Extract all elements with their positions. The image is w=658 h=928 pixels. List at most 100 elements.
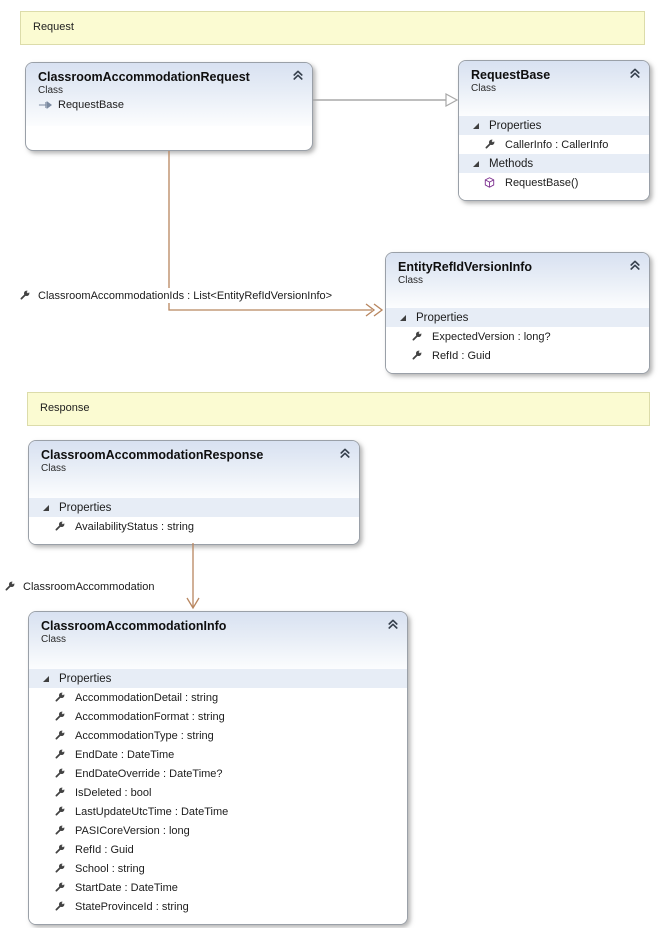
box-footer xyxy=(459,192,649,200)
member-label: RefId : Guid xyxy=(432,349,491,362)
class-title: ClassroomAccommodationResponse xyxy=(41,448,264,462)
member-label: PASICoreVersion : long xyxy=(75,824,190,837)
member-label: EndDate : DateTime xyxy=(75,748,175,761)
expander-triangle-icon[interactable] xyxy=(41,503,51,513)
wrench-icon xyxy=(53,786,66,799)
expander-triangle-icon[interactable] xyxy=(398,313,408,323)
member-row[interactable]: RefId : Guid xyxy=(29,840,407,859)
member-label: EndDateOverride : DateTime? xyxy=(75,767,223,780)
wrench-icon xyxy=(53,729,66,742)
class-box-request-base[interactable]: RequestBase Class Properties CallerInfo … xyxy=(458,60,650,201)
member-label: CallerInfo : CallerInfo xyxy=(505,138,609,151)
member-row[interactable]: CallerInfo : CallerInfo xyxy=(459,135,649,154)
member-row[interactable]: AccommodationDetail : string xyxy=(29,688,407,707)
wrench-icon xyxy=(483,138,496,151)
member-label: School : string xyxy=(75,862,145,875)
inherits-arrow-icon xyxy=(38,101,52,109)
member-row[interactable]: EndDateOverride : DateTime? xyxy=(29,764,407,783)
wrench-icon xyxy=(18,289,31,302)
member-row[interactable]: RefId : Guid xyxy=(386,346,649,365)
collapse-chevron-icon[interactable] xyxy=(628,66,642,80)
member-label: AvailabilityStatus : string xyxy=(75,520,195,533)
class-kind: Class xyxy=(41,463,67,474)
class-title: EntityRefIdVersionInfo xyxy=(398,260,533,274)
member-row[interactable]: ExpectedVersion : long? xyxy=(386,327,649,346)
wrench-icon xyxy=(53,862,66,875)
wrench-icon xyxy=(410,349,423,362)
section-label: Properties xyxy=(59,672,112,685)
inherits-row: RequestBase xyxy=(38,99,288,111)
section-header-methods[interactable]: Methods xyxy=(459,154,649,173)
collapse-chevron-icon[interactable] xyxy=(628,258,642,272)
wrench-icon xyxy=(53,710,66,723)
wrench-icon xyxy=(3,580,16,593)
member-row[interactable]: PASICoreVersion : long xyxy=(29,821,407,840)
association-label-classroom-accommodation-ids[interactable]: ClassroomAccommodationIds : List<EntityR… xyxy=(15,288,336,303)
class-header: ClassroomAccommodationInfo Class xyxy=(29,612,407,669)
member-row[interactable]: StartDate : DateTime xyxy=(29,878,407,897)
member-label: ExpectedVersion : long? xyxy=(432,330,551,343)
method-cube-icon xyxy=(484,177,495,188)
member-label: IsDeleted : bool xyxy=(75,786,152,799)
member-row[interactable]: School : string xyxy=(29,859,407,878)
box-footer xyxy=(29,536,359,544)
member-row[interactable]: StateProvinceId : string xyxy=(29,897,407,916)
expander-triangle-icon[interactable] xyxy=(41,674,51,684)
class-box-entity-refid-version-info[interactable]: EntityRefIdVersionInfo Class Properties … xyxy=(385,252,650,374)
member-row[interactable]: EndDate : DateTime xyxy=(29,745,407,764)
class-box-classroom-accommodation-request[interactable]: ClassroomAccommodationRequest Class Requ… xyxy=(25,62,313,151)
member-row[interactable]: RequestBase() xyxy=(459,173,649,192)
association-label-classroom-accommodation[interactable]: ClassroomAccommodation xyxy=(0,579,158,594)
section-header-properties[interactable]: Properties xyxy=(386,308,649,327)
member-row[interactable]: AccommodationType : string xyxy=(29,726,407,745)
comment-request-text: Request xyxy=(33,21,74,33)
inherits-label: RequestBase xyxy=(58,99,125,111)
comment-response[interactable]: Response xyxy=(27,392,650,426)
class-title: ClassroomAccommodationRequest xyxy=(38,70,250,84)
member-row[interactable]: IsDeleted : bool xyxy=(29,783,407,802)
connector-association-accommodation[interactable] xyxy=(186,543,200,610)
member-row[interactable]: AvailabilityStatus : string xyxy=(29,517,359,536)
class-kind: Class xyxy=(38,85,64,96)
wrench-icon xyxy=(53,805,66,818)
member-row[interactable]: AccommodationFormat : string xyxy=(29,707,407,726)
expander-triangle-icon[interactable] xyxy=(471,121,481,131)
class-kind: Class xyxy=(398,275,424,286)
section-label: Properties xyxy=(416,311,469,324)
association-chevron-arrowhead xyxy=(365,303,376,317)
section-label: Methods xyxy=(489,157,534,170)
member-label: AccommodationType : string xyxy=(75,729,214,742)
section-header-properties[interactable]: Properties xyxy=(29,498,359,517)
expander-triangle-icon[interactable] xyxy=(471,159,481,169)
member-label: LastUpdateUtcTime : DateTime xyxy=(75,805,229,818)
class-box-classroom-accommodation-info[interactable]: ClassroomAccommodationInfo Class Propert… xyxy=(28,611,408,925)
member-row[interactable]: LastUpdateUtcTime : DateTime xyxy=(29,802,407,821)
association-v-arrowhead xyxy=(186,597,200,610)
association-chevron-arrowhead xyxy=(373,303,384,317)
box-footer xyxy=(386,365,649,373)
class-box-classroom-accommodation-response[interactable]: ClassroomAccommodationResponse Class Pro… xyxy=(28,440,360,545)
wrench-icon xyxy=(53,767,66,780)
wrench-icon xyxy=(53,691,66,704)
section-label: Properties xyxy=(489,119,542,132)
class-header: RequestBase Class xyxy=(459,61,649,116)
class-header: ClassroomAccommodationRequest Class Requ… xyxy=(26,63,312,126)
section-header-properties[interactable]: Properties xyxy=(29,669,407,688)
wrench-icon xyxy=(53,843,66,856)
comment-request[interactable]: Request xyxy=(20,11,645,45)
member-label: RefId : Guid xyxy=(75,843,134,856)
wrench-icon xyxy=(53,520,66,533)
connector-inheritance-request-to-requestbase[interactable] xyxy=(313,92,459,108)
collapse-chevron-icon[interactable] xyxy=(338,446,352,460)
collapse-chevron-icon[interactable] xyxy=(386,617,400,631)
member-label: AccommodationFormat : string xyxy=(75,710,225,723)
section-header-properties[interactable]: Properties xyxy=(459,116,649,135)
wrench-icon xyxy=(410,330,423,343)
member-label: StateProvinceId : string xyxy=(75,900,189,913)
collapse-chevron-icon[interactable] xyxy=(291,68,305,82)
class-title: ClassroomAccommodationInfo xyxy=(41,619,227,633)
association-label-text: ClassroomAccommodation xyxy=(23,580,155,593)
class-header: EntityRefIdVersionInfo Class xyxy=(386,253,649,308)
comment-response-text: Response xyxy=(40,402,90,414)
class-title: RequestBase xyxy=(471,68,551,82)
